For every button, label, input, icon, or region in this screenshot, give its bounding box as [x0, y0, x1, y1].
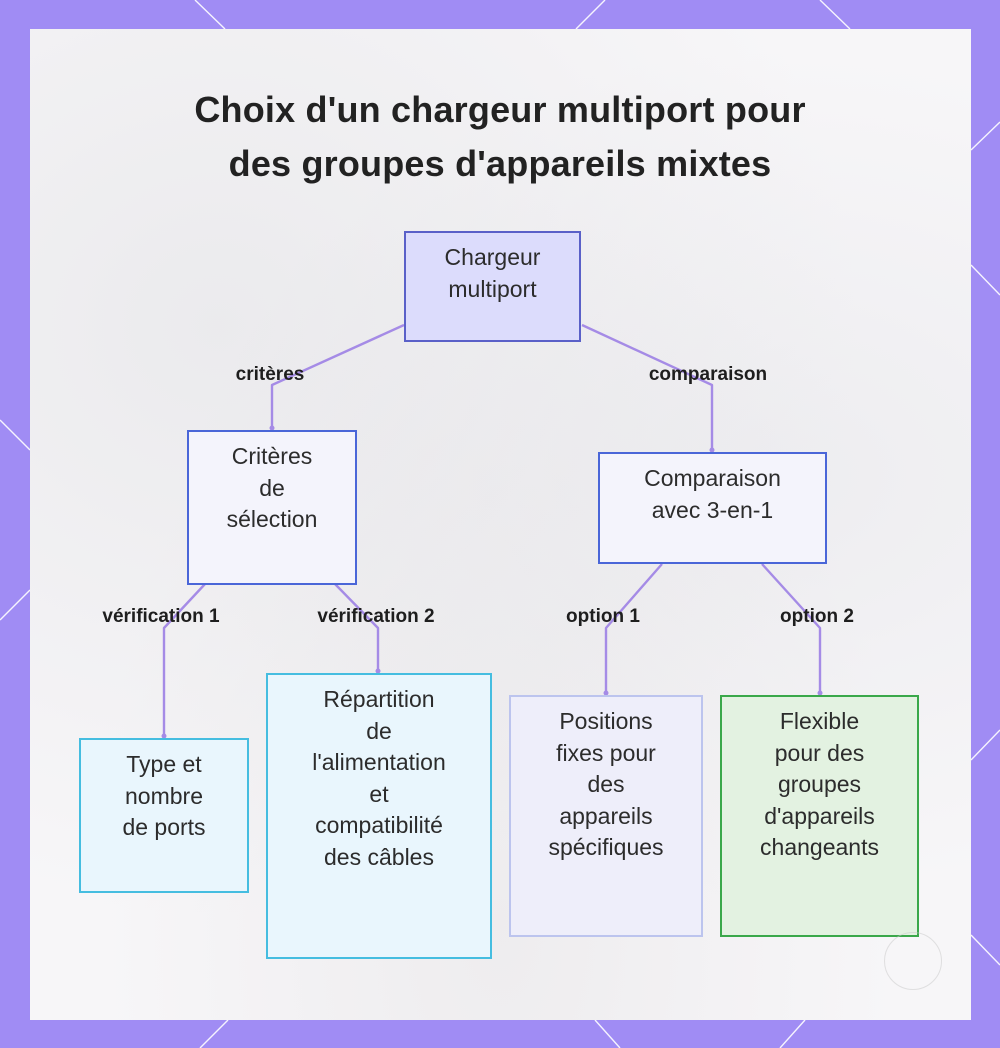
node-power-line-4: et — [369, 780, 389, 807]
node-root-line-2: multiport — [448, 275, 537, 302]
arrow-tip-comparison — [709, 447, 715, 453]
arrow-tip-fixed — [603, 690, 609, 696]
edge-label-comparaison: comparaison — [648, 364, 768, 385]
node-flexible-line-1: Flexible — [779, 708, 860, 734]
node-flexible-line-4: d'appareils — [764, 802, 875, 829]
node-root-multiport-charger: Chargeur multiport — [404, 231, 581, 342]
diagram-title: Choix d'un chargeur multiport pour des g… — [0, 83, 1000, 191]
node-criteria-line-2: de — [259, 474, 285, 501]
edge-label-verification-1: vérification 1 — [102, 606, 220, 627]
node-power-line-1: Répartition — [323, 686, 435, 712]
node-fixed-line-2: fixes pour — [556, 739, 656, 766]
edge-criteria-power — [334, 583, 380, 671]
node-flexible-line-5: changeants — [760, 834, 879, 860]
arrow-tip-ports — [161, 733, 167, 739]
node-port-type-count: Type et nombre de ports — [79, 738, 249, 893]
arrow-tip-power — [375, 668, 381, 674]
arrow-tip-criteria — [269, 425, 275, 431]
arrow-tip-flexible — [817, 690, 823, 696]
node-selection-criteria: Critères de sélection — [187, 430, 357, 585]
edge-root-comparison — [581, 323, 714, 450]
node-ports-line-2: nombre — [125, 782, 203, 809]
edge-label-verification-2: vérification 2 — [317, 606, 435, 627]
node-fixed-line-5: spécifiques — [548, 834, 664, 860]
node-flexible-groups: Flexible pour des groupes d'appareils ch… — [720, 695, 919, 937]
node-flexible-line-3: groupes — [777, 771, 862, 797]
node-fixed-line-1: Positions — [559, 708, 653, 734]
edge-comparison-flexible — [761, 563, 822, 693]
node-root-line-1: Chargeur — [444, 244, 541, 270]
node-fixed-positions: Positions fixes pour des appareils spéci… — [509, 695, 703, 937]
node-flexible-line-2: pour des — [774, 739, 865, 766]
edge-label-option-2: option 2 — [780, 606, 854, 627]
node-comparison-3-in-1: Comparaison avec 3-en-1 — [598, 452, 827, 564]
node-power-line-2: de — [366, 717, 392, 744]
node-ports-line-1: Type et — [126, 751, 202, 777]
title-line-1: Choix d'un chargeur multiport pour — [194, 89, 806, 130]
node-criteria-line-3: sélection — [226, 506, 318, 532]
edge-label-option-1: option 1 — [566, 606, 640, 627]
edge-comparison-fixed — [604, 563, 663, 693]
node-power-distribution: Répartition de l'alimentation et compati… — [266, 673, 492, 959]
node-power-line-6: des câbles — [324, 843, 434, 870]
node-power-line-5: compatibilité — [315, 812, 443, 838]
node-fixed-line-3: des — [587, 771, 625, 797]
edge-label-criteres: critères — [235, 364, 305, 385]
edge-root-criteria — [270, 323, 405, 428]
watermark-stamp — [884, 932, 942, 990]
edge-criteria-ports — [162, 583, 206, 736]
node-comparison-line-2: avec 3-en-1 — [651, 496, 774, 523]
node-ports-line-3: de ports — [122, 814, 206, 840]
node-comparison-line-1: Comparaison — [644, 465, 781, 491]
title-line-2: des groupes d'appareils mixtes — [228, 143, 772, 184]
node-criteria-line-1: Critères — [231, 443, 313, 469]
node-power-line-3: l'alimentation — [312, 749, 446, 775]
node-fixed-line-4: appareils — [559, 802, 653, 829]
